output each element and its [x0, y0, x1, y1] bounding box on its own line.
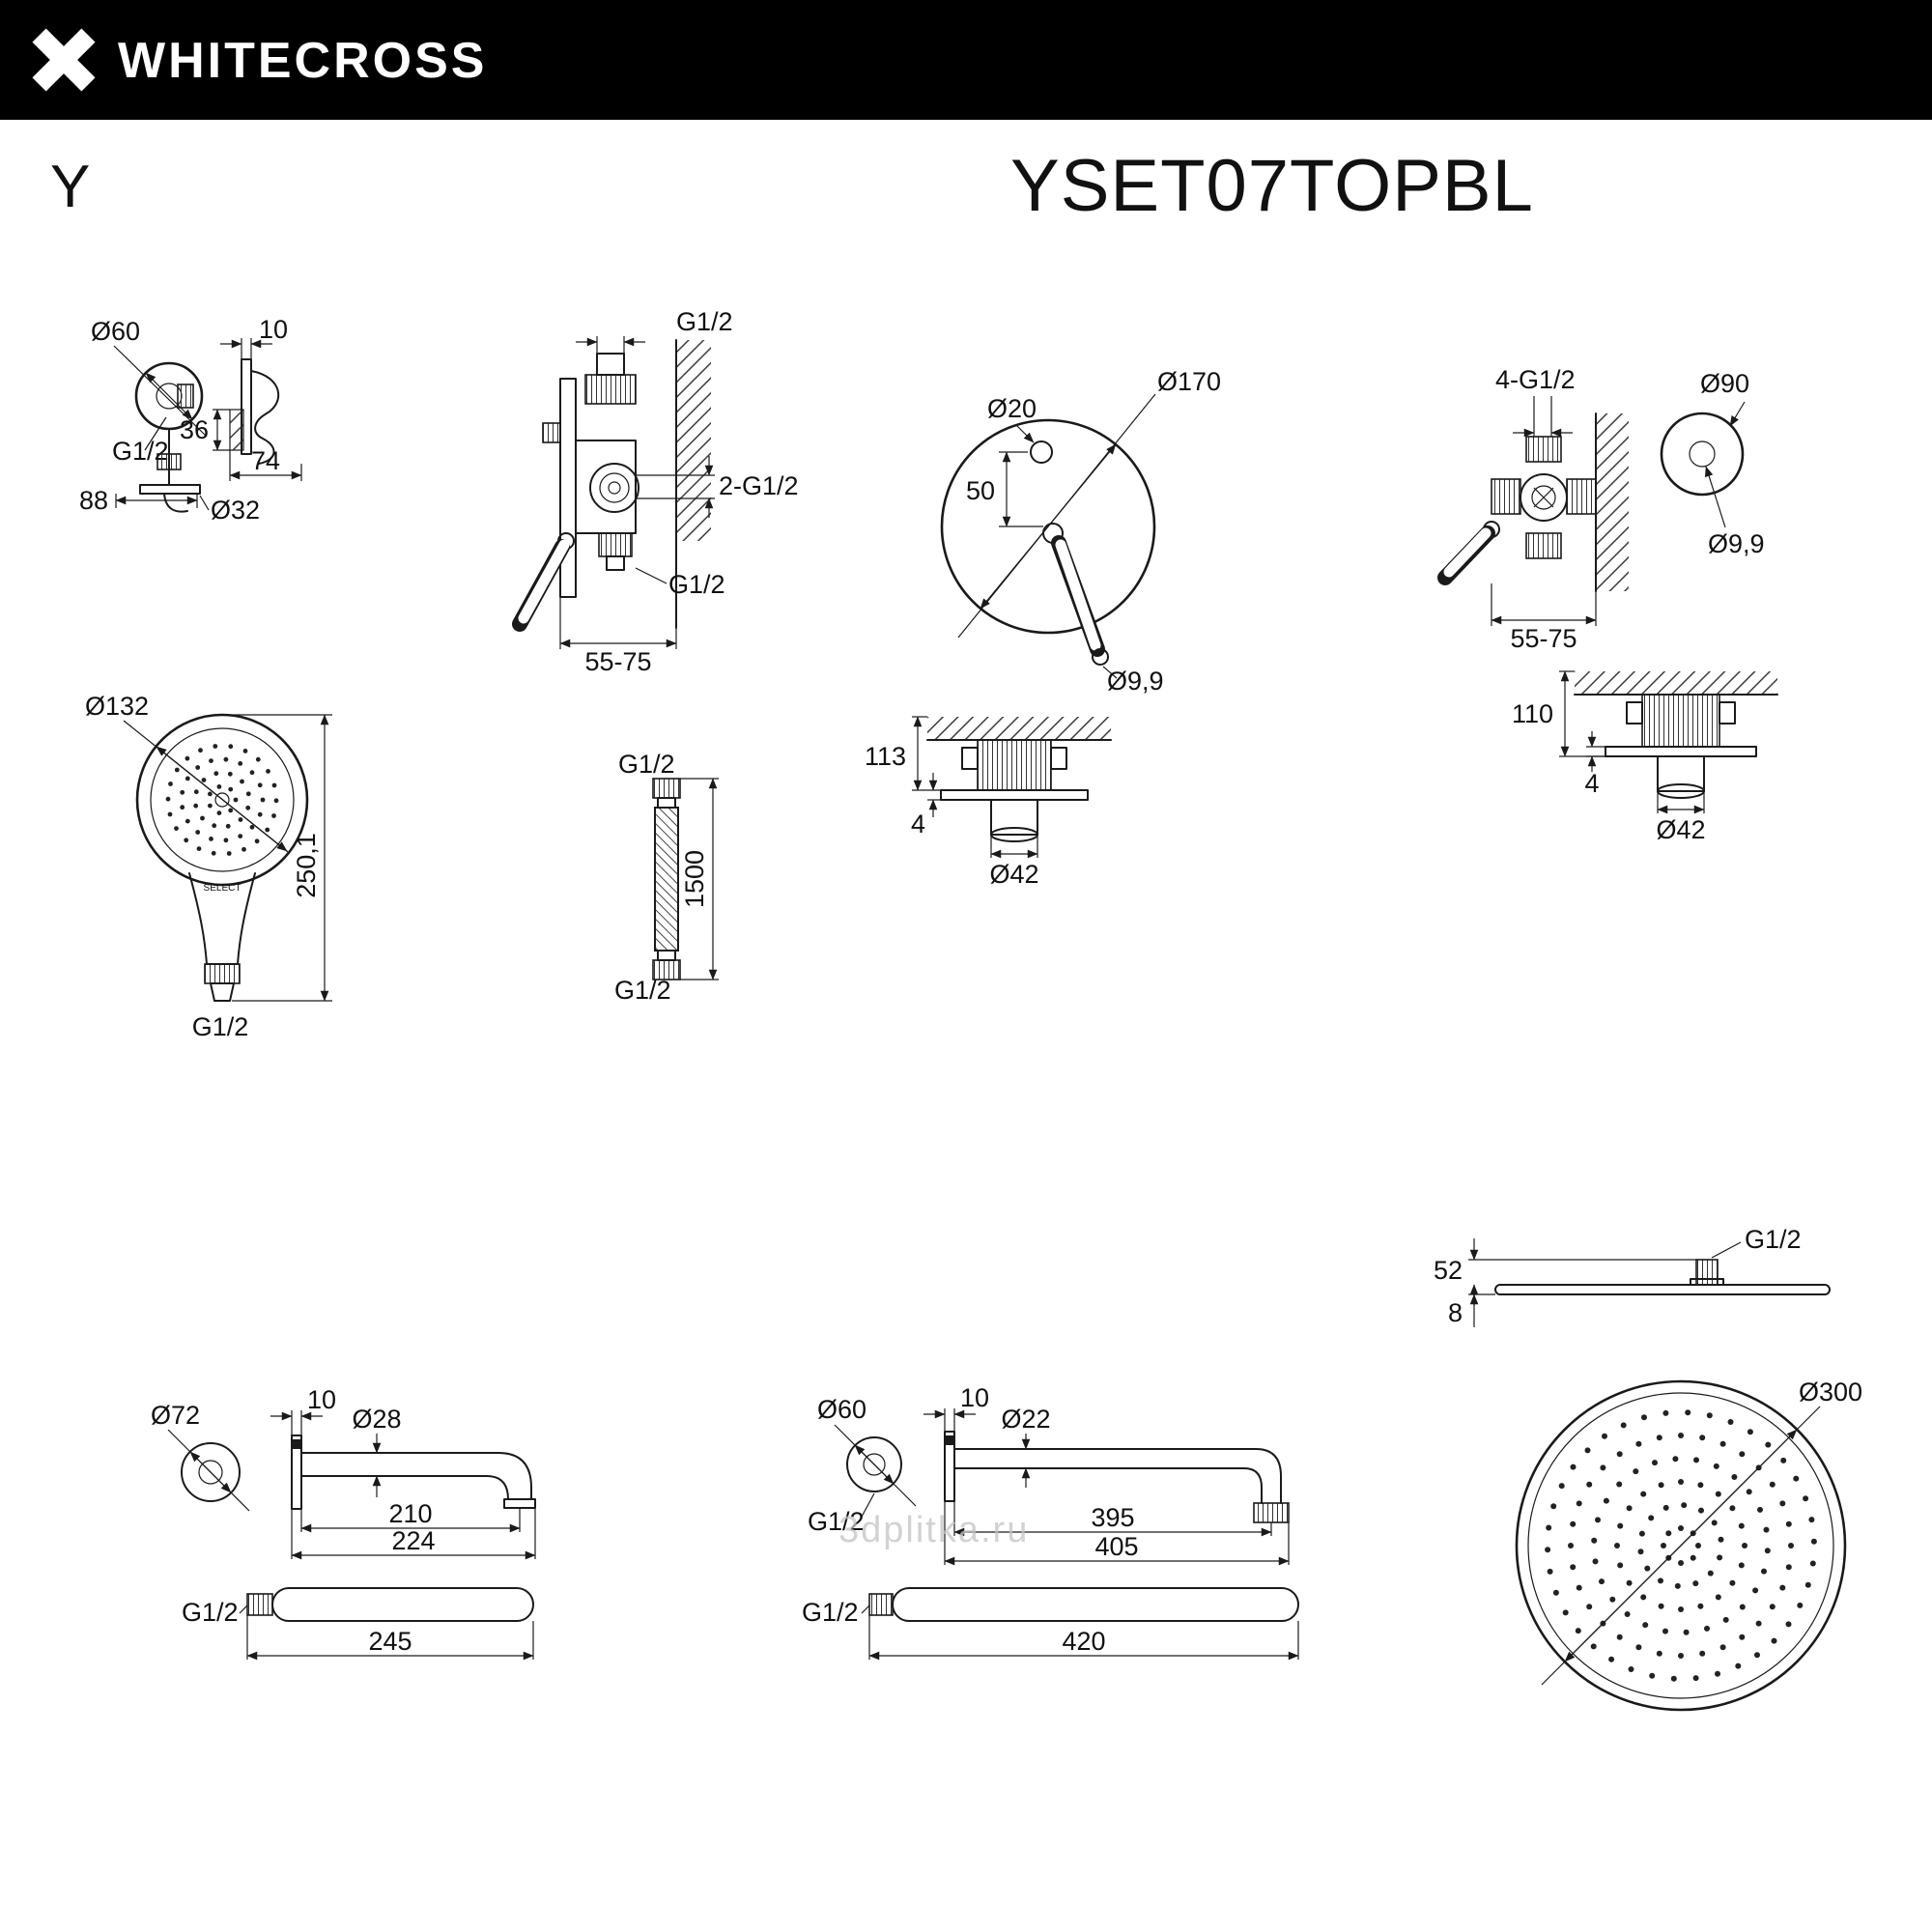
drawing-mixer-right: 4-G1/2 55-75 Ø90 Ø9,9 [1437, 365, 1778, 844]
wall-section-hatch-right [1596, 413, 1629, 591]
watermark-text: 3dplitka.ru [838, 1510, 1029, 1550]
drawing-spout: Ø72 10 Ø28 210 224 G1/2 245 [151, 1385, 536, 1661]
spout-top-view [271, 1587, 534, 1622]
escutcheon-d90 [1660, 412, 1745, 497]
ceiling-section-hatch-center [927, 717, 1111, 740]
diverter-button [1030, 440, 1053, 464]
roughin-valve-center [977, 739, 1052, 791]
dim-label-g12-spout: G1/2 [182, 1598, 239, 1627]
dim-label-74: 74 [251, 446, 280, 475]
dim-label-g12-head: G1/2 [1745, 1225, 1802, 1254]
dim-label-d42-right: Ø42 [1656, 815, 1705, 844]
dim-label-g12-bottom: G1/2 [668, 570, 725, 599]
dim-label-405: 405 [1094, 1532, 1138, 1561]
ceiling-section-hatch [1575, 671, 1777, 695]
drawing-mixer-side: G1/2 2-G1/2 G1/2 55-75 [512, 307, 799, 676]
drawing-hand-shower: Ø132 SELECT 250,1 G1/2 [85, 692, 332, 1041]
drawing-arm: Ø60 10 Ø22 395 405 G1/2 G1/2 420 [802, 1383, 1299, 1661]
dim-label-d60-arm: Ø60 [817, 1395, 867, 1424]
model-code-title: YSET07TOPBL [1010, 145, 1534, 227]
dim-label-g12-hose-bottom: G1/2 [614, 976, 671, 1005]
handshower-spray-face [165, 744, 279, 856]
dim-label-245: 245 [368, 1627, 412, 1656]
hose-body [654, 807, 679, 952]
mixer-body [575, 440, 637, 534]
dim-label-113: 113 [865, 742, 906, 771]
mixer-plate-circle [940, 418, 1156, 635]
header-background [0, 0, 1932, 120]
dim-label-110: 110 [1512, 699, 1553, 728]
roughin-valve-right [1641, 694, 1720, 748]
dim-label-g12-handshower: G1/2 [192, 1012, 249, 1041]
dim-label-d90: Ø90 [1700, 369, 1749, 398]
wall-section-hatch [676, 340, 711, 541]
head-plate-side [1494, 1284, 1831, 1295]
dim-label-d42-center: Ø42 [989, 860, 1038, 889]
dim-label-55-75: 55-75 [584, 647, 651, 676]
drawing-mount-box: 113 4 Ø42 [865, 716, 1112, 889]
dim-label-d72: Ø72 [151, 1401, 200, 1430]
dim-label-224: 224 [391, 1526, 435, 1555]
dim-label-d28: Ø28 [352, 1405, 401, 1434]
dim-label-50: 50 [966, 476, 995, 505]
dim-label-88: 88 [79, 486, 108, 515]
spout-flange [181, 1442, 241, 1502]
brand-name: WHITECROSS [118, 33, 487, 89]
dim-label-55-75-right: 55-75 [1510, 624, 1577, 653]
dim-label-g12-arm-wall: G1/2 [808, 1507, 865, 1536]
dim-label-8: 8 [1448, 1298, 1463, 1327]
dim-label-g12-arm-straight: G1/2 [802, 1598, 859, 1627]
dim-label-4-right: 4 [1584, 769, 1599, 798]
dim-label-1500: 1500 [680, 850, 709, 908]
dim-label-d170: Ø170 [1157, 367, 1221, 396]
dim-label-g12-top: G1/2 [676, 307, 733, 336]
dim-label-d60: Ø60 [91, 317, 140, 346]
dim-label-10-spout: 10 [307, 1385, 336, 1414]
dim-label-210: 210 [388, 1499, 432, 1528]
holder-hook-profile [250, 370, 280, 465]
dim-label-d22: Ø22 [1001, 1405, 1050, 1434]
outlet-base-plate [139, 484, 201, 495]
head-plate-circle [1515, 1379, 1847, 1712]
spout-tube-outer [300, 1452, 532, 1500]
dim-label-36: 36 [180, 415, 209, 444]
whitecross-logo-icon [32, 28, 96, 92]
header-bar: WHITECROSS [0, 0, 1932, 120]
dim-label-d99: Ø9,9 [1107, 667, 1164, 696]
arm-tube-outer [953, 1448, 1282, 1504]
drawing-head-side: G1/2 52 8 [1434, 1225, 1831, 1327]
dim-label-d300: Ø300 [1799, 1378, 1862, 1406]
valve-cartridge [1520, 473, 1568, 522]
dim-label-d32: Ø32 [211, 496, 260, 525]
dim-label-250-1: 250,1 [292, 833, 321, 898]
dim-label-395: 395 [1091, 1503, 1134, 1532]
dim-label-g12-hose-top: G1/2 [618, 750, 675, 779]
drawing-mixer-front: Ø20 50 Ø9,9 Ø170 [940, 367, 1221, 696]
dim-label-420: 420 [1062, 1627, 1105, 1656]
handle-select-text: SELECT [204, 883, 242, 894]
arm-flange [846, 1436, 902, 1492]
drawing-head-top: Ø300 [1515, 1378, 1862, 1712]
arm-straight-view [892, 1587, 1299, 1622]
dim-label-2g12: 2-G1/2 [719, 471, 799, 500]
holder-wall-plate [241, 358, 252, 455]
drawing-wall-outlet: Ø60 G1/2 10 36 74 88 Ø32 [79, 315, 302, 525]
dim-label-d20: Ø20 [987, 394, 1037, 423]
drawing-hose: G1/2 G1/2 1500 [614, 750, 719, 1005]
dim-label-10-arm: 10 [960, 1383, 989, 1412]
dim-label-4g12: 4-G1/2 [1495, 365, 1576, 394]
dim-label-10: 10 [259, 315, 288, 344]
dim-label-4-center: 4 [911, 810, 925, 838]
mixer-escutcheon [559, 378, 577, 598]
dim-label-d132: Ø132 [85, 692, 149, 721]
dim-label-d99-right: Ø9,9 [1708, 529, 1765, 558]
dim-label-52: 52 [1434, 1256, 1463, 1285]
series-title: Y [50, 154, 90, 220]
